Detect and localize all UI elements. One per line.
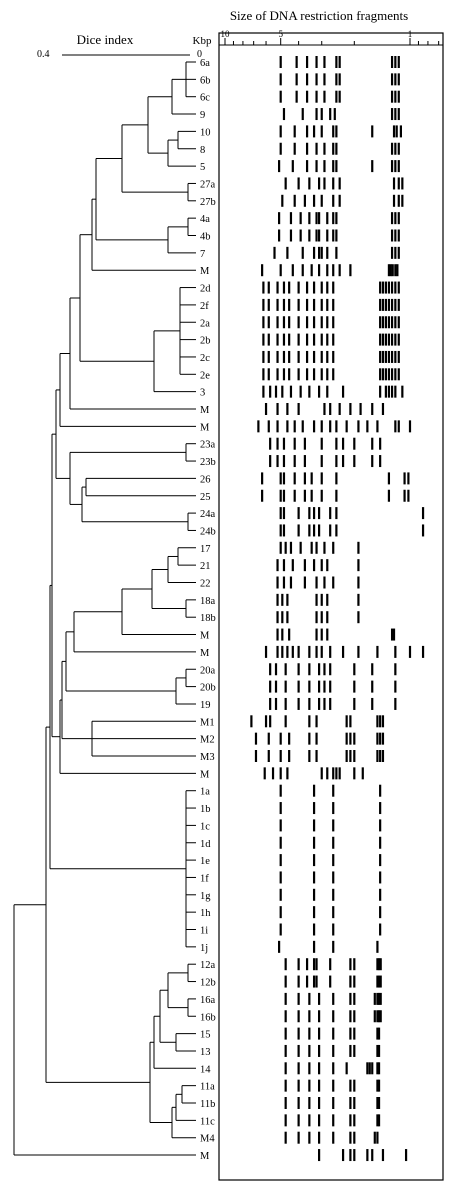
sample-label: 10 <box>200 127 211 138</box>
sample-label: 1g <box>200 891 211 902</box>
sample-label: 24b <box>200 526 216 537</box>
sample-label: 6b <box>200 75 211 86</box>
sample-label: 2d <box>200 284 211 295</box>
sample-label: 21 <box>200 561 211 572</box>
sample-label: 1e <box>200 856 210 867</box>
sample-label: 4a <box>200 214 210 225</box>
sample-label: M <box>200 648 210 659</box>
sample-label: 27a <box>200 179 216 190</box>
scale-tick-label: 5 <box>278 29 283 39</box>
sample-label: 24a <box>200 509 216 520</box>
sample-label: M <box>200 422 210 433</box>
sample-label: 1c <box>200 821 210 832</box>
sample-label: 1b <box>200 804 211 815</box>
sample-label: 18a <box>200 596 216 607</box>
sample-label: M <box>200 631 210 642</box>
kbp-label: Kbp <box>193 35 212 47</box>
fragment-bands <box>250 56 425 1162</box>
sample-label: 13 <box>200 1047 211 1058</box>
sample-label: 12b <box>200 978 216 989</box>
sample-label: 9 <box>200 110 205 121</box>
scale-tick-label: 10 <box>221 29 231 39</box>
sample-label: 1i <box>200 926 208 937</box>
sample-label: 4b <box>200 232 211 243</box>
sample-label: 1f <box>200 873 209 884</box>
sample-label: 1h <box>200 908 211 919</box>
sample-label: 2f <box>200 301 209 312</box>
sample-label: 20b <box>200 683 216 694</box>
sample-label: 1j <box>200 943 208 954</box>
sample-labels: 6a6b6c9108527a27b4a4b7M2d2f2a2b2c2e3MM23… <box>200 58 216 1162</box>
sample-label: 26 <box>200 474 211 485</box>
sample-label: 7 <box>200 249 205 260</box>
sample-label: M4 <box>200 1134 215 1145</box>
sample-label: 22 <box>200 579 211 590</box>
sample-label: 3 <box>200 388 205 399</box>
sample-label: 11c <box>200 1116 215 1127</box>
sample-label: 16a <box>200 995 216 1006</box>
sample-label: 20a <box>200 665 216 676</box>
sample-label: 5 <box>200 162 205 173</box>
sample-label: M <box>200 1151 210 1162</box>
scale-tick-label: 1 <box>408 29 413 39</box>
sample-label: 12a <box>200 960 216 971</box>
sample-label: 18b <box>200 613 216 624</box>
size-scale: 10 5 1 <box>219 29 443 46</box>
sample-label: M <box>200 769 210 780</box>
dice-scale-left-label: 0.4 <box>37 49 50 60</box>
sample-label: M <box>200 266 210 277</box>
sample-label: 17 <box>200 544 211 555</box>
sample-label: 14 <box>200 1064 211 1075</box>
sample-label: 27b <box>200 197 216 208</box>
sample-label: 6c <box>200 93 210 104</box>
sample-label: 8 <box>200 145 205 156</box>
sample-label: 16b <box>200 1012 216 1023</box>
dice-index-label: Dice index <box>77 32 134 47</box>
sample-label: 2c <box>200 353 210 364</box>
sample-label: 2b <box>200 336 211 347</box>
sample-label: 19 <box>200 700 211 711</box>
sample-label: 6a <box>200 58 210 69</box>
sample-label: 11b <box>200 1099 215 1110</box>
sample-label: 2a <box>200 318 210 329</box>
sample-label: M1 <box>200 717 215 728</box>
sample-label: M2 <box>200 735 215 746</box>
fragment-panel <box>218 32 444 1181</box>
dendrogram-tree <box>13 61 196 1156</box>
sample-label: 1d <box>200 839 211 850</box>
sample-label: 11a <box>200 1082 215 1093</box>
sample-label: 23a <box>200 440 216 451</box>
sample-label: 25 <box>200 492 211 503</box>
figure-title: Size of DNA restriction fragments <box>230 8 408 23</box>
sample-label: M <box>200 405 210 416</box>
sample-label: M3 <box>200 752 215 763</box>
sample-label: 1a <box>200 787 210 798</box>
sample-label: 2e <box>200 370 210 381</box>
sample-label: 15 <box>200 1030 211 1041</box>
sample-label: 23b <box>200 457 216 468</box>
dice-scale-right-label: 0 <box>197 49 202 60</box>
